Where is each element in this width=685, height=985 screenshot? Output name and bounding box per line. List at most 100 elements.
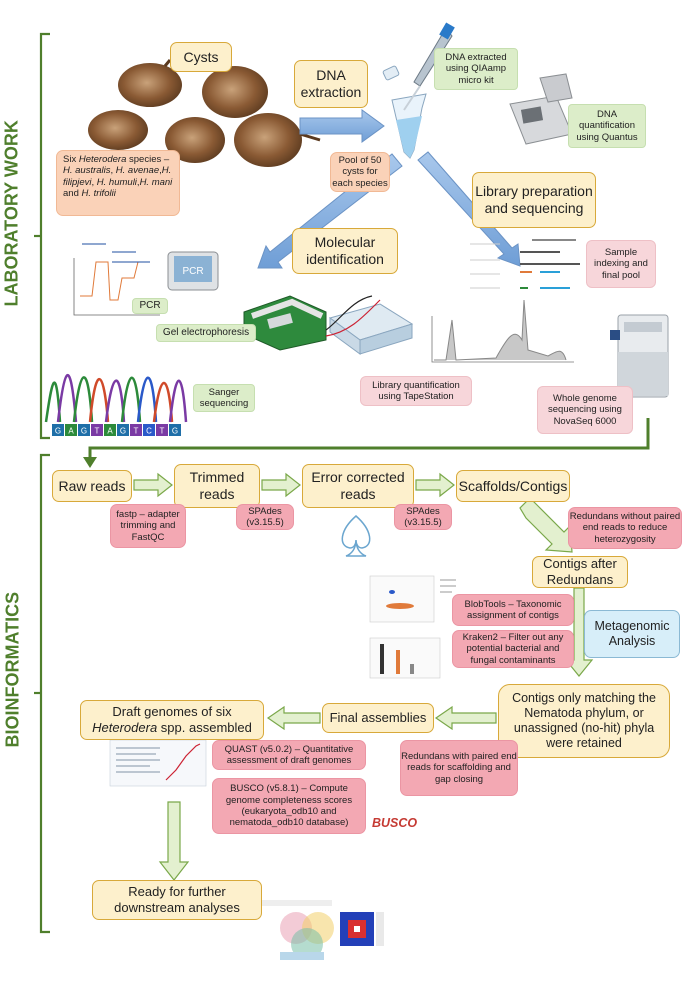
sanger-sequencing-box: Sanger sequencing (193, 384, 255, 412)
species-text-9: H. humuli (96, 176, 137, 188)
species-text-4: , (110, 165, 116, 177)
draft-text-2: spp. assembled (157, 720, 252, 735)
final-assemblies-box: Final assemblies (322, 703, 434, 733)
quantus-device-image (509, 73, 573, 145)
whole-genome-sequencing-box: Whole genome sequencing using NovaSeq 60… (537, 386, 633, 434)
library-quantification-box: Library quantification using TapeStation (360, 376, 472, 406)
species-text-3: H. australis (63, 165, 111, 177)
blobtools-plot-image (369, 575, 456, 623)
sample-indexing-box: Sample indexing and final pool (586, 240, 656, 288)
sanger-base-cell (143, 424, 155, 436)
species-text-0: Six (63, 154, 79, 165)
sanger-base-cell (78, 424, 90, 436)
species-text-11: H. mani (139, 176, 173, 188)
dna-extraction-box: DNA extraction (294, 60, 368, 108)
species-text-13: H. trifolii (81, 188, 116, 200)
sanger-base-cell (65, 424, 77, 436)
draft-text-1: Heterodera (92, 720, 158, 735)
bio-bracket (34, 453, 50, 934)
arrow-trimmed-to-error (261, 472, 301, 498)
quast-box: QUAST (v5.0.2) – Quantitative assessment… (212, 740, 366, 770)
species-text-6: , (159, 165, 162, 177)
fastp-box: fastp – adapter trimming and FastQC (110, 504, 186, 548)
species-text-7: H. filipjevi (63, 165, 172, 188)
sanger-base-letter: G (81, 427, 87, 436)
blobtools-box: BlobTools – Taxonomic assignment of cont… (452, 594, 574, 626)
kraken-plot-image (369, 637, 441, 679)
sanger-base-letter: G (55, 427, 61, 436)
pipette-image (403, 22, 455, 111)
cysts-box: Cysts (170, 42, 232, 72)
library-preparation-box: Library preparation and sequencing (472, 172, 596, 228)
sanger-base-cell (91, 424, 103, 436)
arrow-retained-to-final (434, 705, 497, 731)
dna-quantification-box: DNA quantification using Quantus (568, 104, 646, 148)
sanger-base-letter: G (172, 427, 178, 436)
arrow-cysts-to-tube (299, 109, 385, 143)
dna-extracted-box: DNA extracted using QIAamp micro kit (434, 48, 518, 90)
arrow-error-to-scaffolds (415, 472, 455, 498)
contigs-retained-box: Contigs only matching the Nematoda phylu… (498, 684, 670, 758)
sanger-base-cell (169, 424, 181, 436)
gel-device-image (243, 295, 327, 351)
spades-box-2: SPAdes (v3.15.5) (394, 504, 452, 530)
tapestation-plot-image (431, 299, 574, 363)
pcr-device-label: PCR (182, 266, 203, 277)
novaseq-machine-image (610, 314, 669, 398)
quast-report-image (109, 739, 207, 787)
pool-box: Pool of 50 cysts for each species (330, 152, 390, 192)
lab-bracket (34, 32, 50, 440)
side-label-laboratory: LABORATORY WORK (1, 120, 22, 307)
arrow-scaffolds-to-contigs (519, 497, 573, 553)
sanger-base-letter: A (107, 427, 113, 436)
sanger-base-letter: T (95, 427, 100, 436)
sanger-base-letter: A (68, 427, 74, 436)
sanger-base-cell (52, 424, 64, 436)
arrow-final-to-draft (266, 705, 321, 731)
sanger-base-cell (156, 424, 168, 436)
sanger-base-letter: G (120, 427, 126, 436)
draft-text-0: Draft genomes of six (112, 704, 232, 720)
scaffolds-contigs-box: Scaffolds/Contigs (456, 470, 570, 502)
gel-electrophoresis-box: Gel electrophoresis (156, 324, 256, 342)
trimmed-reads-box: Trimmed reads (174, 464, 260, 508)
cysts-image (88, 59, 321, 167)
sanger-base-cell (117, 424, 129, 436)
species-box: Six Heterodera species – H. australis, H… (56, 150, 180, 216)
venn-diagram-image (262, 900, 334, 960)
error-corrected-reads-box: Error corrected reads (302, 464, 414, 508)
gel-tank-image (325, 295, 414, 355)
redundans-without-paired-box: Redundans without paired end reads to re… (568, 507, 682, 549)
pcr-device-image: PCR (167, 251, 219, 291)
busco-logo: BUSCO (372, 816, 418, 830)
sanger-chromatogram-image (44, 373, 188, 423)
metagenomic-analysis-box: Metagenomic Analysis (584, 610, 680, 658)
kraken2-box: Kraken2 – Filter out any potential bacte… (452, 630, 574, 668)
species-text-1: Heterodera (78, 154, 127, 165)
arrow-draft-to-ready (158, 801, 190, 881)
molecular-identification-box: Molecular identification (292, 228, 398, 274)
sanger-base-cell (104, 424, 116, 436)
species-text-8: , (91, 176, 97, 188)
sanger-base-letter: C (146, 427, 152, 436)
redundans-with-paired-box: Redundans with paired end reads for scaf… (400, 740, 518, 796)
section-connector-arrow (83, 418, 650, 468)
spades-box-1: SPAdes (v3.15.5) (236, 504, 294, 530)
pcr-box: PCR (132, 298, 168, 314)
sample-indexing-image (470, 239, 580, 289)
tube-image (382, 65, 427, 159)
heatmap-image (340, 912, 384, 946)
sanger-base-letter: T (134, 427, 139, 436)
busco-box: BUSCO (v5.8.1) – Compute genome complete… (212, 778, 366, 834)
sanger-base-letter: T (160, 427, 165, 436)
species-text-12: and (63, 188, 82, 200)
spades-logo-image (341, 515, 371, 557)
ready-downstream-box: Ready for further downstream analyses (92, 880, 262, 920)
arrow-tube-to-library (417, 151, 521, 267)
species-text-5: H. avenae (115, 165, 160, 177)
draft-genomes-box: Draft genomes of six Heterodera spp. ass… (80, 700, 264, 740)
species-text-2: species – (126, 154, 170, 165)
sanger-base-cell (130, 424, 142, 436)
arrow-raw-to-trimmed (133, 472, 173, 498)
